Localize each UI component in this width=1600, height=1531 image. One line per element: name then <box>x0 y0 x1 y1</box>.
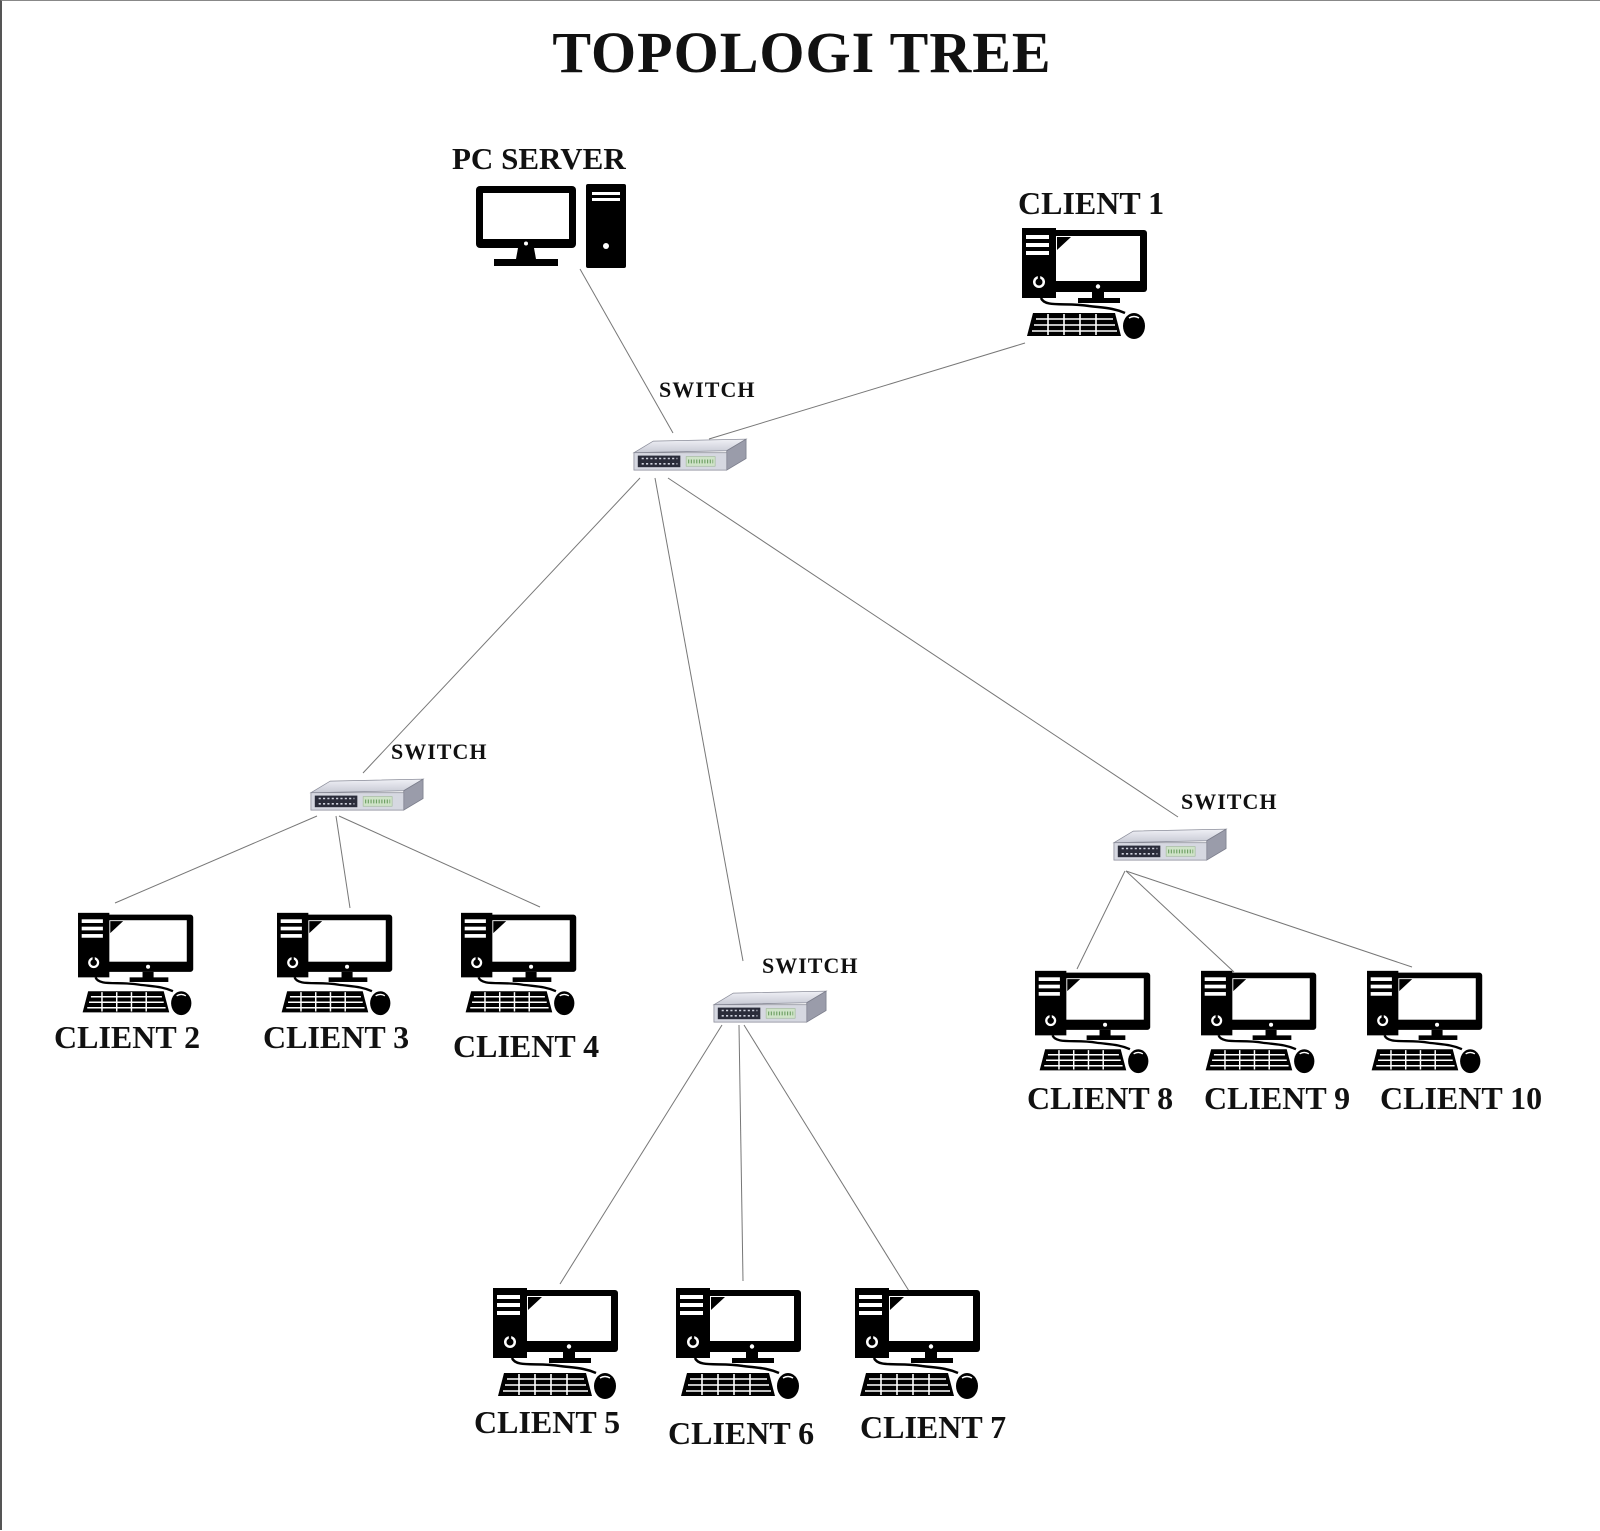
network-switch-icon <box>632 437 748 480</box>
desktop-computer-icon <box>1200 969 1320 1075</box>
server-label: PC SERVER <box>452 141 626 176</box>
desktop-computer-icon <box>675 1286 805 1401</box>
link-middle-switch-client-5 <box>559 1024 723 1285</box>
desktop-computer-icon <box>854 1286 984 1401</box>
client-label: CLIENT 7 <box>860 1409 1007 1445</box>
network-switch-icon <box>1112 827 1228 870</box>
link-left-switch-client-3 <box>335 815 351 909</box>
network-switch-icon <box>712 989 828 1032</box>
link-root-switch-left-switch <box>362 477 641 774</box>
link-middle-switch-client-7 <box>743 1024 910 1292</box>
desktop-computer-icon <box>77 911 197 1017</box>
link-root-switch-middle-switch <box>654 477 744 962</box>
client-label: CLIENT 10 <box>1380 1080 1543 1116</box>
switch-label-left: SWITCH <box>391 739 488 764</box>
link-right-switch-client-10 <box>1125 870 1413 968</box>
client-label: CLIENT 3 <box>263 1019 410 1055</box>
link-right-switch-client-9 <box>1125 870 1235 973</box>
link-middle-switch-client-6 <box>738 1024 744 1282</box>
desktop-computer-icon <box>1034 969 1154 1075</box>
switch-label-root: SWITCH <box>659 377 756 402</box>
diagram-title: TOPOLOGI TREE <box>552 20 1052 85</box>
desktop-computer-icon <box>460 911 580 1017</box>
desktop-computer-icon <box>1021 226 1151 341</box>
desktop-server-icon <box>474 184 654 274</box>
client-label: CLIENT 6 <box>668 1415 815 1451</box>
switch-label-right: SWITCH <box>1181 789 1278 814</box>
network-switch-icon <box>309 777 425 820</box>
link-right-switch-client-8 <box>1076 870 1126 970</box>
client-label: CLIENT 1 <box>1018 185 1165 221</box>
client-label: CLIENT 5 <box>474 1404 621 1440</box>
switch-label-middle: SWITCH <box>762 953 859 978</box>
link-server-root-switch <box>579 268 674 434</box>
desktop-computer-icon <box>276 911 396 1017</box>
desktop-computer-icon <box>1366 969 1486 1075</box>
link-root-switch-client-1 <box>708 342 1026 440</box>
client-label: CLIENT 9 <box>1204 1080 1351 1116</box>
client-label: CLIENT 2 <box>54 1019 201 1055</box>
link-root-switch-right-switch <box>667 477 1179 818</box>
client-label: CLIENT 4 <box>453 1028 600 1064</box>
desktop-computer-icon <box>492 1286 622 1401</box>
link-left-switch-client-2 <box>114 815 318 904</box>
link-left-switch-client-4 <box>338 815 541 908</box>
client-label: CLIENT 8 <box>1027 1080 1174 1116</box>
